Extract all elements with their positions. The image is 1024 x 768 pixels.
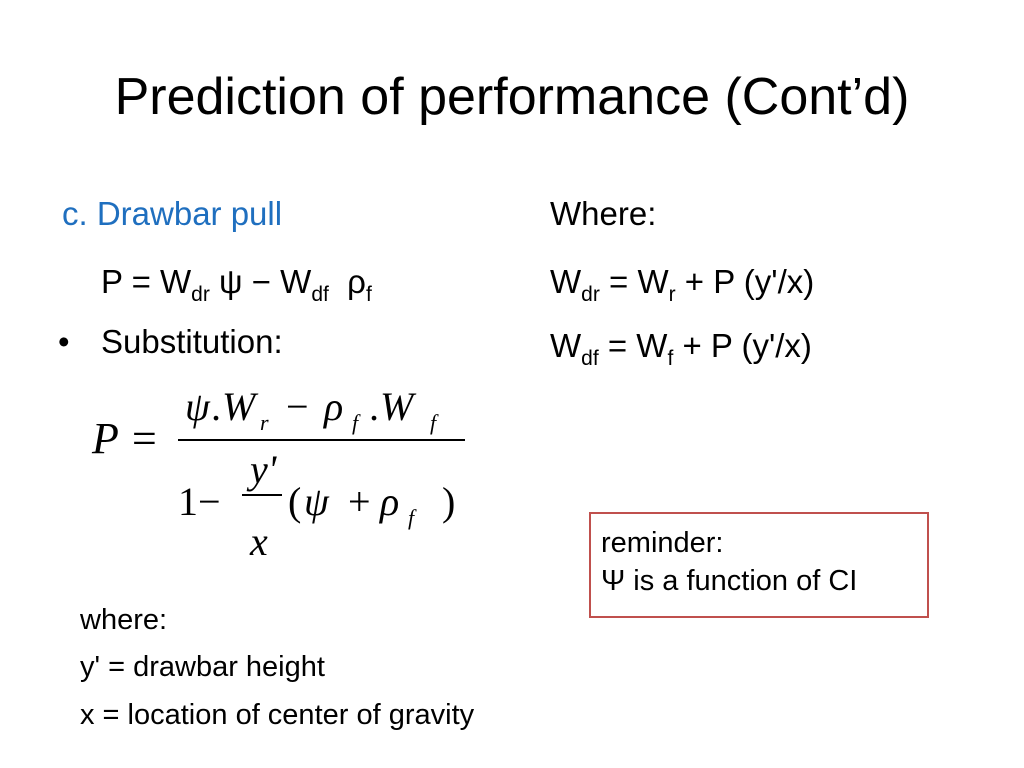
eq-subscript: dr (191, 283, 210, 306)
wdr-part: = W (599, 263, 669, 300)
eq-num-rho: ρ (322, 385, 343, 429)
eq-den-x: x (249, 519, 268, 564)
footnote-where: where: (80, 604, 168, 636)
eq-subscript: df (311, 283, 329, 306)
footnote-x-definition: x = location of center of gravity (80, 699, 475, 731)
eq-num-sub-r: r (260, 410, 269, 435)
eq-den-close-paren: ) (442, 479, 455, 524)
drawbar-pull-equation: P = Wdr ψ − Wdf ρf (101, 262, 372, 305)
footnote-y-definition: y' = drawbar height (80, 651, 325, 683)
slide-title: Prediction of performance (Cont’d) (114, 68, 910, 126)
eq-den-plus: + (348, 479, 371, 524)
eq-num-w2: .W (370, 385, 417, 429)
eq-den-yprime: y' (246, 447, 278, 492)
eq-num-minus: − (286, 385, 309, 429)
bullet-icon: • (58, 323, 70, 360)
substitution-label: Substitution: (101, 323, 283, 360)
wdr-subscript: dr (581, 283, 600, 306)
eq-num-sub-f: f (352, 410, 361, 435)
eq-den-open-paren: ( (288, 479, 301, 524)
wdf-part: + P (y'/x) (673, 327, 812, 364)
wdr-part: W (550, 263, 582, 300)
drawbar-pull-heading: c. Drawbar pull (62, 195, 283, 232)
eq-den-sub-f: f (408, 505, 417, 530)
eq-den-rho: ρ (378, 479, 399, 524)
reminder-label: reminder: (601, 527, 724, 559)
eq-lhs-p: P = (91, 414, 159, 463)
reminder-box: reminder: Ψ is a function of CI (589, 512, 929, 618)
wdf-part: = W (598, 327, 668, 364)
where-label: Where: (550, 195, 657, 232)
wdr-part: + P (y'/x) (675, 263, 815, 300)
wdf-subscript: f (667, 347, 674, 370)
eq-part: ψ − W (209, 263, 312, 300)
eq-den-one-minus: 1− (178, 479, 221, 524)
wdf-part: W (550, 327, 582, 364)
wdf-subscript: df (581, 347, 599, 370)
eq-num-psi: ψ (185, 385, 211, 429)
wdr-subscript: r (668, 283, 676, 306)
eq-num-w: .W (212, 385, 259, 429)
reminder-text: Ψ is a function of CI (601, 565, 858, 597)
eq-part: ρ (328, 263, 366, 300)
eq-subscript: f (365, 283, 372, 306)
wdr-definition: Wdr = Wr + P (y'/x) (550, 262, 815, 305)
substitution-equation: P = ψ .W r − ρ f .W f 1− y' x ( ψ + ρ f … (91, 385, 465, 564)
eq-part: P = W (101, 263, 192, 300)
wdf-definition: Wdf = Wf + P (y'/x) (550, 326, 812, 369)
eq-den-psi: ψ (304, 479, 330, 524)
eq-num-sub-f2: f (430, 410, 439, 435)
